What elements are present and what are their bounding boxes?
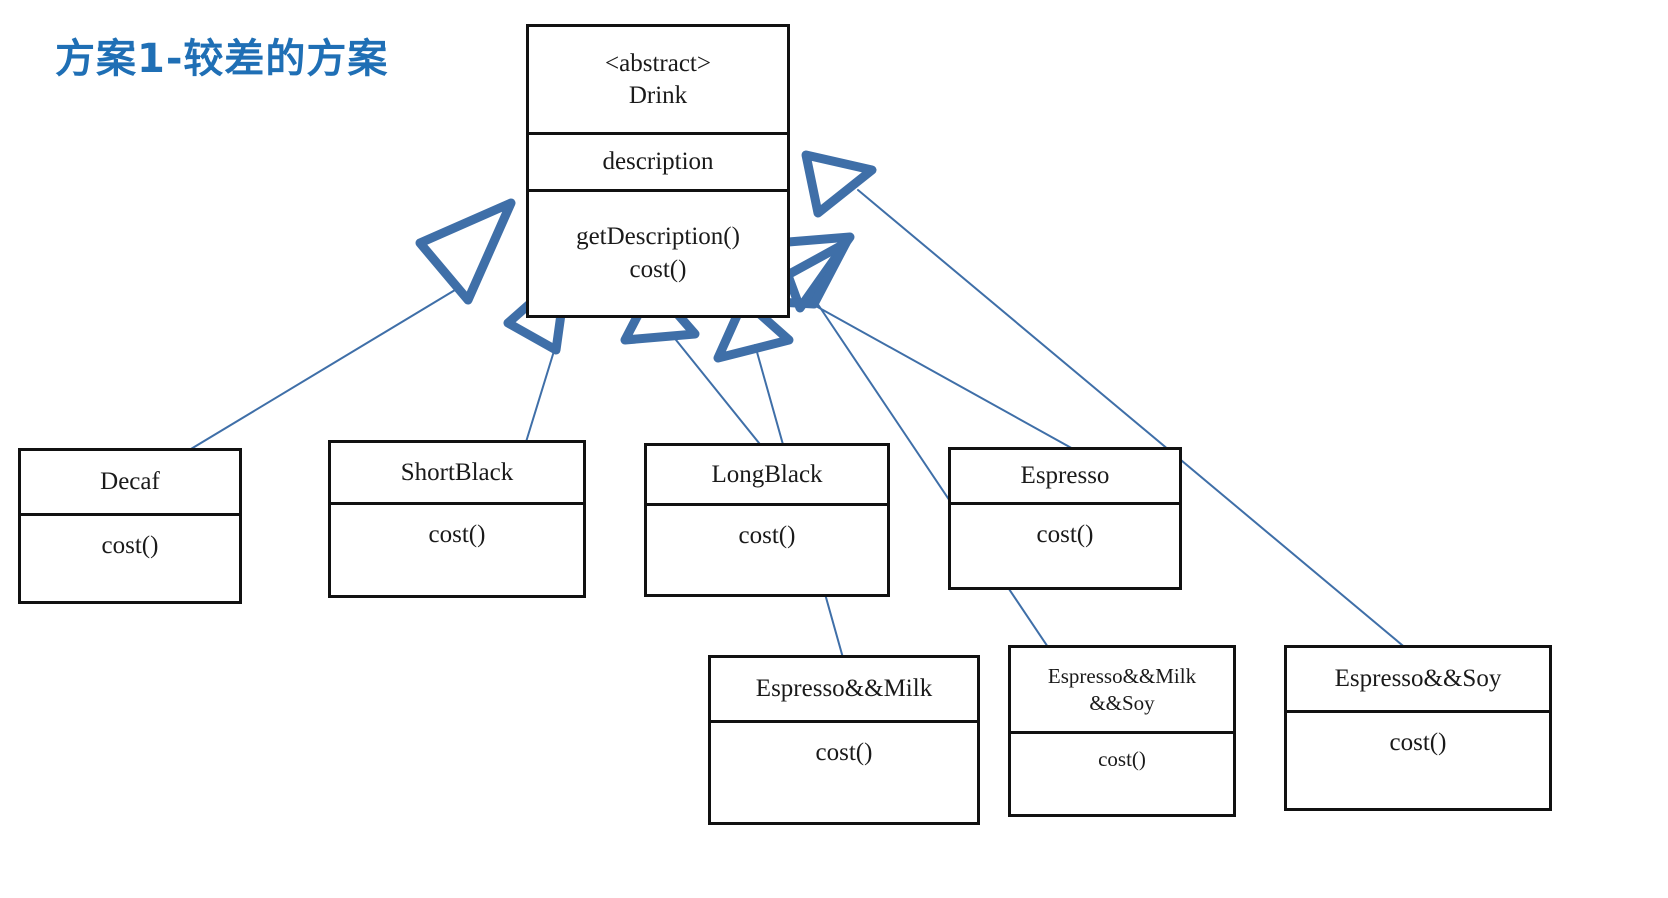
uml-class-drink-header: <abstract> Drink bbox=[529, 27, 787, 132]
page-title: 方案1-较差的方案 bbox=[55, 36, 389, 82]
uml-class-longblack-name: LongBlack bbox=[711, 460, 823, 488]
connector-espresso bbox=[804, 299, 1076, 451]
uml-class-espresso-milk-header: Espresso&&Milk bbox=[711, 658, 977, 720]
uml-class-shortblack-operations: cost() bbox=[331, 502, 583, 595]
uml-class-shortblack-header: ShortBlack bbox=[331, 443, 583, 502]
uml-operation-cost: cost() bbox=[1389, 729, 1447, 756]
uml-class-longblack[interactable]: LongBlack cost() bbox=[644, 443, 890, 597]
uml-class-drink-attributes: description bbox=[529, 132, 787, 189]
uml-class-espresso-milk-name: Espresso&&Milk bbox=[755, 675, 933, 703]
uml-class-espresso-header: Espresso bbox=[951, 450, 1179, 502]
connector-shortblack bbox=[521, 324, 563, 456]
uml-class-espresso-milk-soy-operations: cost() bbox=[1011, 731, 1233, 814]
uml-class-espresso-soy[interactable]: Espresso&&Soy cost() bbox=[1284, 645, 1552, 811]
uml-operation-cost: cost() bbox=[1036, 521, 1094, 548]
uml-class-decaf-header: Decaf bbox=[21, 451, 239, 513]
uml-class-longblack-header: LongBlack bbox=[647, 446, 887, 503]
uml-class-espresso-milk-operations: cost() bbox=[711, 720, 977, 822]
uml-class-espresso-soy-name: Espresso&&Soy bbox=[1334, 665, 1502, 693]
uml-class-decaf-name: Decaf bbox=[100, 468, 160, 496]
uml-attribute-description: description bbox=[602, 148, 714, 175]
uml-class-drink[interactable]: <abstract> Drink description getDescript… bbox=[526, 24, 790, 318]
uml-operation-cost: cost() bbox=[629, 255, 687, 283]
uml-class-decaf[interactable]: Decaf cost() bbox=[18, 448, 242, 604]
arrowhead-espresso-soy bbox=[801, 150, 877, 218]
uml-operation-getdescription: getDescription() bbox=[576, 223, 740, 250]
uml-class-drink-operations: getDescription() cost() bbox=[529, 189, 787, 315]
arrowhead-decaf bbox=[415, 198, 516, 305]
uml-class-espresso-milk-soy-name-line2: &&Soy bbox=[1089, 690, 1155, 715]
uml-class-espresso-milk-soy-name-line1: Espresso&&Milk bbox=[1047, 664, 1197, 689]
uml-class-espresso-soy-header: Espresso&&Soy bbox=[1287, 648, 1549, 710]
uml-class-espresso[interactable]: Espresso cost() bbox=[948, 447, 1182, 590]
uml-operation-cost: cost() bbox=[1098, 747, 1146, 771]
uml-class-drink-name: Drink bbox=[628, 81, 688, 109]
uml-class-drink-stereotype: <abstract> bbox=[605, 50, 711, 78]
uml-class-espresso-milk-soy-header: Espresso&&Milk &&Soy bbox=[1011, 648, 1233, 731]
uml-operation-cost: cost() bbox=[428, 521, 486, 548]
uml-class-espresso-operations: cost() bbox=[951, 502, 1179, 587]
uml-class-shortblack[interactable]: ShortBlack cost() bbox=[328, 440, 586, 598]
uml-operation-cost: cost() bbox=[815, 739, 873, 766]
uml-class-decaf-operations: cost() bbox=[21, 513, 239, 601]
uml-class-longblack-operations: cost() bbox=[647, 503, 887, 594]
uml-operation-cost: cost() bbox=[101, 532, 159, 559]
uml-class-espresso-milk-soy[interactable]: Espresso&&Milk &&Soy cost() bbox=[1008, 645, 1236, 817]
uml-class-espresso-soy-operations: cost() bbox=[1287, 710, 1549, 808]
connector-longblack bbox=[671, 334, 764, 449]
uml-class-espresso-milk[interactable]: Espresso&&Milk cost() bbox=[708, 655, 980, 825]
uml-class-shortblack-name: ShortBlack bbox=[400, 458, 514, 486]
uml-operation-cost: cost() bbox=[738, 522, 796, 549]
uml-class-espresso-name: Espresso bbox=[1020, 462, 1110, 490]
